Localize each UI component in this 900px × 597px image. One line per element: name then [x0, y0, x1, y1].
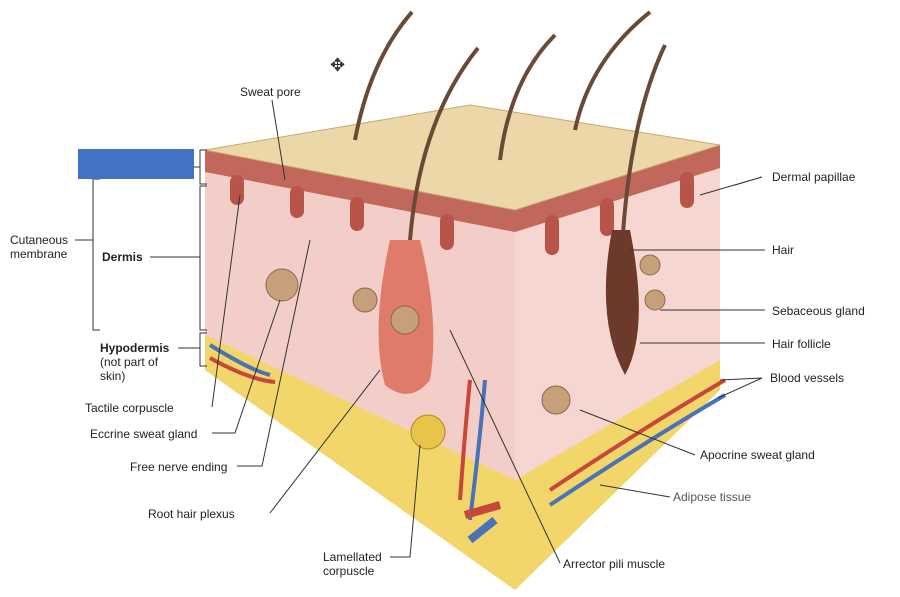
- label-lamellated-line1: Lamellated: [323, 550, 382, 564]
- move-cursor-icon: ✥: [330, 55, 346, 75]
- label-hair-follicle: Hair follicle: [772, 337, 831, 351]
- lamellated-corpuscle: [410, 414, 446, 450]
- glands: [265, 254, 666, 415]
- label-eccrine-sweat-gland: Eccrine sweat gland: [90, 427, 198, 441]
- label-cutaneous-line2: membrane: [10, 247, 68, 261]
- epidermis-right: [515, 145, 720, 232]
- epidermis-label-cover: [78, 149, 194, 179]
- label-lamellated-line2: corpuscle: [323, 564, 375, 578]
- label-adipose-tissue: Adipose tissue: [673, 490, 752, 504]
- label-apocrine-sweat-gland: Apocrine sweat gland: [700, 448, 815, 462]
- label-hypodermis-note2: skin): [100, 369, 126, 383]
- hair-follicle-right: [605, 230, 639, 375]
- label-cutaneous-membrane: Cutaneous membrane: [10, 233, 68, 261]
- label-hair: Hair: [772, 243, 795, 257]
- label-hypodermis-title: Hypodermis: [100, 341, 170, 355]
- block-top-face: [204, 104, 721, 211]
- label-hypodermis: Hypodermis (not part of skin): [100, 341, 169, 383]
- label-hypodermis-note1: (not part of: [100, 355, 159, 369]
- hypodermis-right: [515, 360, 720, 590]
- label-dermis: Dermis: [102, 250, 143, 264]
- label-blood-vessels: Blood vessels: [770, 371, 845, 385]
- label-arrector-pili-muscle: Arrector pili muscle: [563, 557, 666, 571]
- dermal-papillae: [230, 172, 694, 255]
- label-cutaneous-line1: Cutaneous: [10, 233, 69, 247]
- label-tactile-corpuscle: Tactile corpuscle: [85, 401, 174, 415]
- label-sebaceous-gland: Sebaceous gland: [772, 304, 865, 318]
- label-sweat-pore: Sweat pore: [240, 85, 301, 99]
- label-free-nerve-ending: Free nerve ending: [130, 460, 228, 474]
- leader-lines: [75, 99, 765, 564]
- label-dermal-papillae: Dermal papillae: [772, 170, 856, 184]
- label-root-hair-plexus: Root hair plexus: [148, 507, 235, 521]
- label-lamellated-corpuscle: Lamellated corpuscle: [323, 550, 382, 578]
- hypodermis-left: [205, 335, 515, 590]
- epidermis-left: [205, 150, 515, 232]
